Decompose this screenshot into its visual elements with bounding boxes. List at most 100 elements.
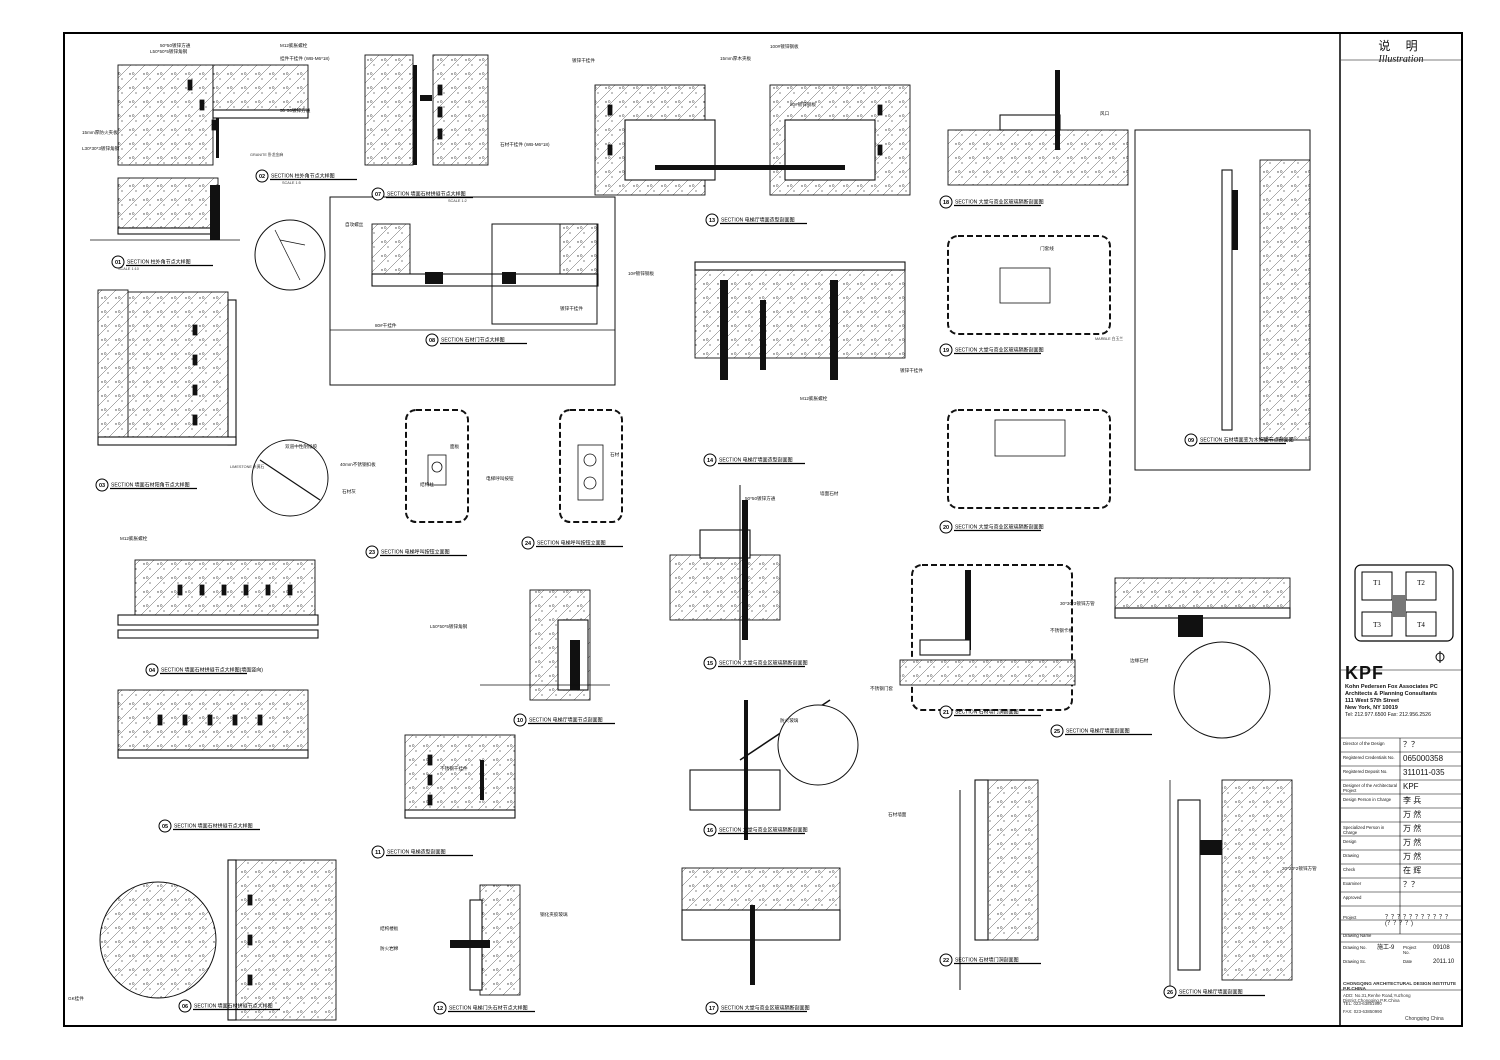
title-block-row: Director of the Design ？？ <box>1341 741 1461 752</box>
scale-caption: SCALE 1:10 <box>118 267 139 271</box>
steel-section <box>1232 190 1238 250</box>
stone-panel <box>117 227 219 235</box>
stone-panel <box>784 119 876 181</box>
steel-section <box>1178 615 1203 637</box>
firm-block: KPF Kohn Pedersen Fox Associates PC Arch… <box>1345 663 1459 719</box>
title-block-lines <box>1341 59 1462 991</box>
section-number-circle <box>95 478 109 492</box>
section-number-circle <box>939 195 953 209</box>
section-number-circle <box>158 819 172 833</box>
drawing-no-label: Drawing No. <box>1343 945 1367 950</box>
scale-caption: SCALE 1:5 <box>282 181 301 185</box>
section-number-circle <box>703 823 717 837</box>
anchor-bolt <box>211 119 217 131</box>
annotation-label: 防火玻璃 <box>780 717 799 724</box>
concrete-wall <box>1259 159 1311 441</box>
project-label: Project <box>1343 915 1357 920</box>
key-plan-label: T3 <box>1373 621 1381 629</box>
row-label: Director of the Design <box>1343 741 1385 746</box>
firm-line-4: New York, NY 10019 <box>1345 705 1398 711</box>
zoom-circle <box>99 881 217 999</box>
anchor-bolt <box>157 714 163 726</box>
stone-panel <box>212 109 309 119</box>
section-number: 19 <box>943 348 949 354</box>
concrete-wall <box>371 223 411 275</box>
section-number: 10 <box>517 718 523 724</box>
anchor-bolt <box>207 714 213 726</box>
anchor-bolt <box>192 414 198 426</box>
detail-frame <box>405 409 469 523</box>
section-tag-12: 12 SECTION 电梯门头石材节点大样图 <box>433 1001 535 1015</box>
row-value: 李 兵 <box>1403 796 1422 805</box>
annotation-label: 80#镀锌钢板 <box>790 101 816 108</box>
annotation-label: 石材干挂件 (WB-M6*18) <box>500 141 550 148</box>
annotation-label: 30*30*3镀锌方管 <box>1060 600 1095 607</box>
concrete-wall <box>212 64 309 111</box>
annotation-label: 风口 <box>1100 111 1110 117</box>
section-number: 11 <box>375 850 381 856</box>
section-number: 12 <box>437 1006 443 1012</box>
section-number-circle <box>1163 985 1177 999</box>
stone-panel <box>974 779 989 941</box>
drawing-no-value: 施工-9 <box>1377 945 1395 951</box>
annotation-label: 50*50镀锌方通 <box>745 495 776 502</box>
outer-border <box>63 32 1463 1027</box>
scale-caption: SCALE 1:2 <box>448 199 467 203</box>
annotation-label: 钢化夹胶玻璃 <box>540 911 568 918</box>
anchor-bolt <box>607 144 613 156</box>
section-number-circle <box>939 520 953 534</box>
annotation-label: 不锈钢干挂件 <box>440 765 468 772</box>
concrete-wall <box>987 779 1039 941</box>
annotation-label: 20*20*2镀锌方管 <box>1282 865 1317 872</box>
steel-section <box>1055 70 1060 150</box>
key-plan-block <box>1405 611 1437 637</box>
section-title: SECTION 电梯厅墙面造型剖面图 <box>719 457 793 464</box>
section-title: SECTION 石材墙门洞剖面图 <box>955 957 1019 964</box>
anchor-bolt <box>877 144 883 156</box>
annotation-label: 挂件干挂件 (WB-M6*18) <box>280 55 330 62</box>
annotation-label: 电梯呼叫按钮 <box>486 475 514 482</box>
steel-section <box>420 95 432 101</box>
section-title: SECTION 石材墙门洞剖面图 <box>955 709 1019 716</box>
section-number: 04 <box>149 668 156 674</box>
firm-line-3: 111 West 57th Street <box>1345 698 1399 704</box>
concrete-wall <box>681 867 841 911</box>
row-label: Design Person in Charge <box>1343 797 1392 802</box>
concrete-wall <box>669 554 781 621</box>
section-number-circle <box>255 169 269 183</box>
detail-frame <box>911 564 1073 711</box>
stone-panel <box>404 809 516 819</box>
stone-panel <box>919 639 971 656</box>
anchor-bolt <box>192 384 198 396</box>
section-number: 06 <box>182 1004 188 1010</box>
section-number-circle <box>703 453 717 467</box>
stone-panel <box>371 273 599 287</box>
section-number-circle <box>1184 433 1198 447</box>
section-number-circle <box>521 536 535 550</box>
annotation-label: 100#镀锌钢板 <box>770 43 799 50</box>
detail-drawings <box>90 54 1311 1021</box>
section-title: SECTION 电梯门头石材节点大样图 <box>449 1005 528 1012</box>
anchor-bolt <box>265 584 271 596</box>
row-label: Drawing <box>1343 853 1359 858</box>
title-block-heading: 说 明 Illustration <box>1341 35 1461 65</box>
anchor-bolt <box>243 584 249 596</box>
anchor-bolt <box>257 714 263 726</box>
anchor-bolt <box>192 354 198 366</box>
row-label: Approved <box>1343 895 1362 900</box>
drawing-name-row: Drawing Name <box>1341 933 1461 944</box>
annotation-label: L50*50*5镀锌角钢 <box>430 623 468 630</box>
annotation-label: 石材灰 <box>342 488 356 495</box>
section-title: SECTION 电梯呼叫按钮立面图 <box>381 549 450 556</box>
concrete-wall <box>117 64 214 166</box>
row-value: ？？ <box>1403 740 1419 749</box>
section-number: 14 <box>707 458 714 464</box>
steel-section <box>210 185 220 240</box>
